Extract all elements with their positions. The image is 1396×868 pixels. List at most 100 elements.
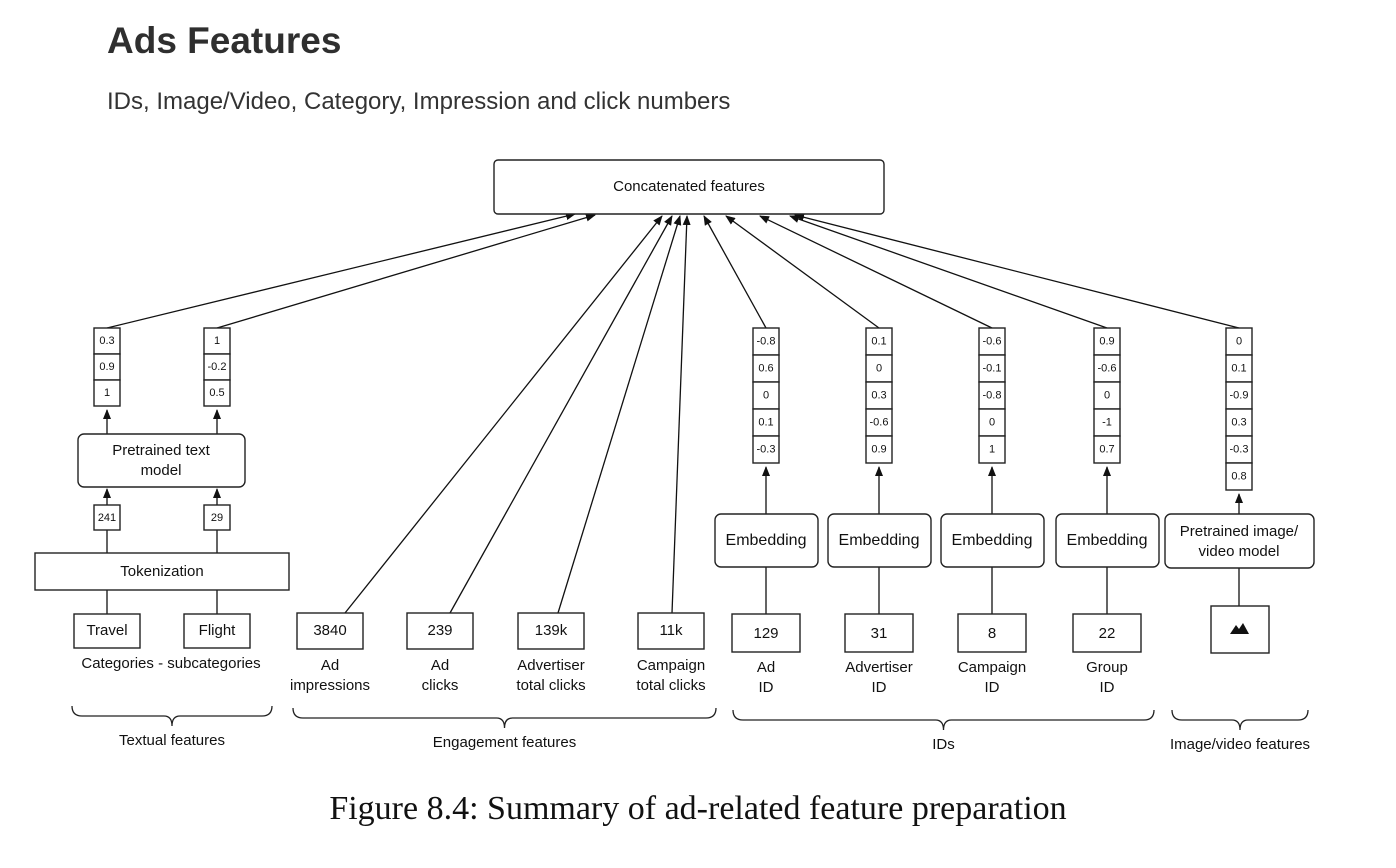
id-embedding-vector-value: 0.9	[1099, 335, 1114, 347]
engagement-value: 3840	[313, 622, 346, 639]
group-label: Textual features	[119, 732, 225, 749]
id-embedding-vector-cell	[1093, 327, 1121, 356]
id-embedding-vector-cell	[865, 435, 893, 464]
id-embedding-vector-value: 1	[989, 443, 995, 455]
id-embedding-vector-cell	[865, 354, 893, 383]
text-embedding-vector-cell	[203, 379, 231, 407]
to-concat-arrow	[216, 213, 596, 329]
image-icon	[1230, 623, 1249, 634]
id-embedding-vector-value: 0	[989, 416, 995, 428]
id-embedding-vector-cell	[978, 354, 1006, 383]
id-embedding-vector-value: 0.6	[758, 362, 773, 374]
engagement-value-box	[406, 612, 474, 650]
engagement-value-box	[517, 612, 585, 650]
id-value: 8	[988, 625, 996, 642]
token-id-box	[93, 504, 121, 531]
engagement-value-box	[296, 612, 364, 650]
pretrained-image-model-label: video model	[1199, 543, 1280, 560]
id-label: ID	[759, 679, 774, 696]
id-embedding-vector-value: 0.1	[758, 416, 773, 428]
categories-label: Categories - subcategories	[81, 655, 260, 672]
to-concat-arrow	[789, 215, 1108, 329]
embedding-label: Embedding	[1067, 532, 1148, 549]
id-embedding-vector-value: 0.7	[1099, 443, 1114, 455]
id-embedding-vector-value: -0.6	[870, 416, 889, 428]
id-embedding-vector-value: -0.6	[1098, 362, 1117, 374]
id-value-box	[844, 613, 914, 653]
page-title: Ads Features	[107, 20, 342, 61]
to-concat-arrow	[671, 215, 691, 614]
embedding-label: Embedding	[839, 532, 920, 549]
image-embedding-vector-value: 0.1	[1231, 362, 1246, 374]
to-concat-arrow	[449, 215, 673, 614]
category-box	[73, 613, 141, 649]
embedding-box	[714, 513, 819, 568]
id-embedding-vector-value: -0.3	[757, 443, 776, 455]
text-embedding-vector-value: 1	[104, 387, 110, 399]
image-embedding-vector-value: 0.3	[1231, 416, 1246, 428]
id-value: 22	[1099, 625, 1116, 642]
id-label: ID	[1100, 679, 1115, 696]
id-embedding-vector-cell	[1093, 435, 1121, 464]
id-label: Ad	[757, 659, 775, 676]
id-label: Advertiser	[845, 659, 913, 676]
engagement-value: 139k	[535, 622, 568, 639]
engagement-label: Advertiser	[517, 657, 585, 674]
id-label: Group	[1086, 659, 1128, 676]
text-embedding-vector-value: 0.5	[209, 387, 224, 399]
group-brace	[292, 707, 717, 729]
id-value-box	[957, 613, 1027, 653]
image-embedding-vector-cell	[1225, 435, 1253, 464]
text-embedding-vector-cell	[93, 379, 121, 407]
token-id-box	[203, 504, 231, 531]
page-subtitle: IDs, Image/Video, Category, Impression a…	[107, 88, 731, 115]
id-embedding-vector-value: -0.8	[983, 389, 1002, 401]
to-concat-arrow	[759, 215, 993, 329]
concatenated-features-label: Concatenated features	[613, 178, 765, 195]
image-embedding-vector-cell	[1225, 381, 1253, 410]
id-embedding-vector-cell	[752, 327, 780, 356]
image-embedding-vector-cell	[1225, 462, 1253, 491]
text-embedding-vector-value: 0.3	[99, 335, 114, 347]
figure-caption: Figure 8.4: Summary of ad-related featur…	[329, 790, 1067, 827]
image-embedding-vector-cell	[1225, 327, 1253, 356]
id-embedding-vector-value: 0.1	[871, 335, 886, 347]
text-embedding-vector-value: 1	[214, 335, 220, 347]
group-brace	[71, 705, 273, 727]
id-embedding-vector-value: 0	[876, 362, 882, 374]
id-embedding-vector-cell	[752, 408, 780, 437]
engagement-value-box	[637, 612, 705, 650]
id-value: 129	[753, 625, 778, 642]
group-label: IDs	[932, 736, 955, 753]
engagement-label: Ad	[431, 657, 449, 674]
text-embedding-vector-cell	[93, 327, 121, 355]
id-value-box	[731, 613, 801, 653]
id-embedding-vector-value: 0	[1104, 389, 1110, 401]
image-embedding-vector-value: -0.3	[1230, 443, 1249, 455]
id-embedding-vector-value: -0.8	[757, 335, 776, 347]
id-embedding-vector-value: 0.9	[871, 443, 886, 455]
category-value: Travel	[86, 622, 127, 639]
group-label: Engagement features	[433, 734, 576, 751]
engagement-label: total clicks	[516, 677, 585, 694]
image-embedding-vector-value: -0.9	[1230, 389, 1249, 401]
pretrained-text-model-box	[77, 433, 246, 488]
to-concat-arrow	[344, 215, 663, 614]
token-id-value: 29	[211, 512, 223, 524]
id-embedding-vector-value: 0	[763, 389, 769, 401]
to-concat-arrow	[106, 212, 576, 329]
group-label: Image/video features	[1170, 736, 1310, 753]
image-embedding-vector-cell	[1225, 408, 1253, 437]
group-brace	[732, 709, 1155, 731]
tokenization-label: Tokenization	[120, 563, 203, 580]
pretrained-image-model-box	[1164, 513, 1315, 569]
embedding-box	[940, 513, 1045, 568]
id-embedding-vector-cell	[978, 408, 1006, 437]
id-label: Campaign	[958, 659, 1026, 676]
id-embedding-vector-cell	[978, 435, 1006, 464]
token-id-value: 241	[98, 512, 116, 524]
category-box	[183, 613, 251, 649]
id-value-box	[1072, 613, 1142, 653]
text-embedding-vector-value: 0.9	[99, 361, 114, 373]
